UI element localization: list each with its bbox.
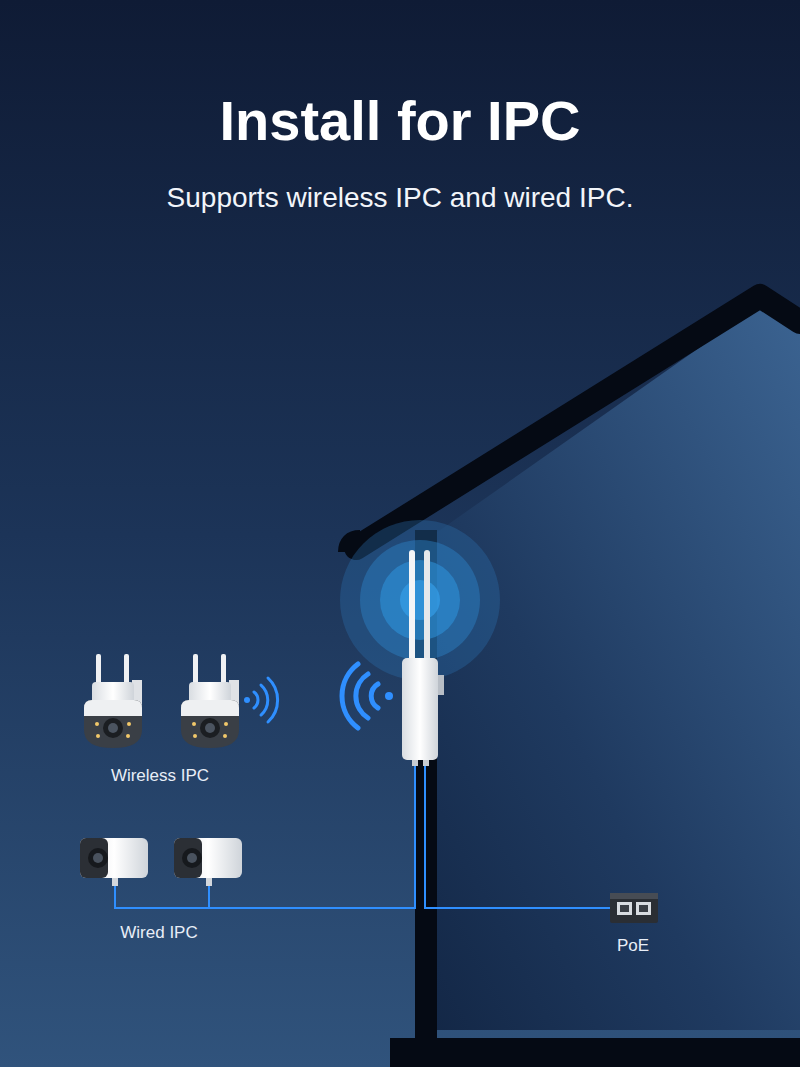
camera-group: Wired IPC: [116, 921, 201, 945]
subtitle-label: Supports wireless IPC and wired IPC.: [0, 182, 800, 214]
title: Install for IPC: [0, 88, 800, 153]
node-label: Wireless IPC: [111, 766, 209, 786]
camera-group: Wireless IPC: [107, 764, 213, 788]
poe-injector: PoE: [613, 934, 653, 958]
node-label: PoE: [617, 936, 649, 956]
node-label: Wired IPC: [120, 923, 197, 943]
